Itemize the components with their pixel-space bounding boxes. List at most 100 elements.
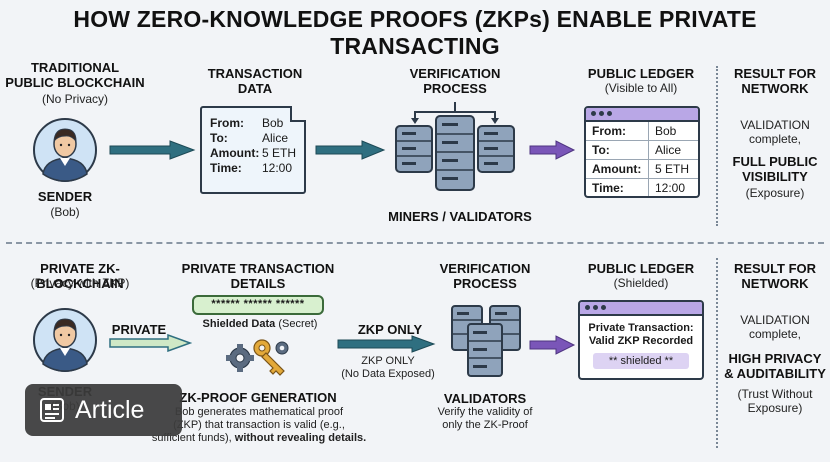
ledger-value: Bob (655, 124, 677, 138)
result-line: VALIDATION (740, 118, 810, 132)
tx-row: Amount:5 ETH (210, 146, 304, 161)
top-verify-heading: VERIFICATION PROCESS (390, 66, 520, 96)
note-line: ZKP ONLY (361, 355, 415, 367)
heading-line: VERIFICATION (409, 66, 501, 81)
result-bold-line: & AUDITABILITY (724, 366, 826, 381)
top-sender-note: (No Privacy) (41, 92, 108, 106)
arrow-right-icon (337, 335, 436, 353)
shielded-data-bold: Shielded Data (202, 318, 276, 330)
top-ledger-note: (Visible to All) (604, 81, 678, 95)
servers-icon (451, 305, 521, 377)
arrow-right-icon (529, 140, 576, 160)
desc-line: Bob generates mathematical proof (174, 406, 344, 418)
ledger-value: 12:00 (655, 181, 686, 195)
article-badge[interactable]: Article (25, 384, 182, 436)
window-dot (591, 111, 596, 116)
heading-line: DATA (237, 81, 273, 96)
gears-key-icon (226, 339, 289, 376)
bottom-ledger-note: (Shielded) (613, 276, 669, 290)
result-bold-line: FULL PUBLIC (732, 154, 818, 169)
zkp-generation-desc: Bob generates mathematical proof (ZKP) t… (140, 406, 378, 445)
tx-row: To: Alice (210, 131, 304, 146)
person-icon (33, 118, 97, 182)
ledger-record: Private Transaction: Valid ZKP Recorded (580, 316, 702, 348)
shielded-value: ** shielded ** (593, 353, 689, 369)
top-ledger-heading: PUBLIC LEDGER (587, 66, 695, 81)
servers-icon (395, 102, 515, 191)
heading-line: PROCESS (423, 81, 487, 96)
shielded-ledger-window: Private Transaction: Valid ZKP Recorded … (578, 300, 704, 380)
tx-value: 12:00 (262, 161, 293, 175)
bottom-result-text: VALIDATION complete, (720, 313, 830, 341)
ledger-row: From: Bob (586, 122, 698, 141)
result-divider-bottom (716, 258, 718, 448)
validators-label: VALIDATORS (443, 391, 527, 406)
bottom-sender-heading: PRIVATE ZK-BLOCKCHAIN (36, 261, 124, 291)
masked-data-pill: ****** ****** ****** (192, 295, 324, 315)
heading-line: RESULT FOR (733, 261, 817, 276)
record-line: Valid ZKP Recorded (588, 335, 694, 347)
window-dot (601, 305, 606, 310)
zkp-only-note: ZKP ONLY (No Data Exposed) (330, 355, 446, 381)
person-icon (33, 308, 97, 372)
article-icon (40, 398, 64, 422)
result-bold-line: HIGH PRIVACY (728, 351, 822, 366)
top-tx-heading: TRANSACTION DATA (190, 66, 320, 96)
desc-line: Verify the validity of (437, 406, 533, 418)
page-title: HOW ZERO-KNOWLEDGE PROOFS (ZKPs) ENABLE … (73, 6, 757, 59)
bottom-result-note: (Trust Without Exposure) (720, 387, 830, 415)
ledger-row: To: Alice (586, 141, 698, 160)
record-line: Private Transaction: (588, 322, 694, 334)
result-divider-top (716, 66, 718, 226)
window-dot (585, 305, 590, 310)
result-bold-line: VISIBILITY (742, 169, 808, 184)
ledger-key: Time: (586, 179, 649, 196)
heading-line: NETWORK (741, 81, 809, 96)
ledger-titlebar (580, 302, 702, 316)
ledger-value: Alice (655, 143, 682, 157)
shielded-data-label: Shielded Data (Secret) (180, 318, 340, 330)
bottom-ledger-heading: PUBLIC LEDGER (587, 261, 695, 276)
heading-line: TRANSACTION (207, 66, 303, 81)
top-sender-heading: TRADITIONAL PUBLIC BLOCKCHAIN (0, 60, 150, 90)
ledger-value: 5 ETH (655, 162, 690, 176)
tx-row: From:Bob (210, 116, 304, 131)
section-divider (6, 242, 824, 244)
zkp-only-label: ZKP ONLY (357, 322, 423, 337)
note-line: (Trust Without (737, 387, 813, 401)
result-line: complete, (748, 132, 802, 146)
tx-key: From: (210, 116, 244, 130)
heading-line: TRADITIONAL (30, 60, 120, 75)
heading-line: PRIVATE TRANSACTION (181, 261, 335, 276)
heading-line: PUBLIC BLOCKCHAIN (5, 75, 145, 90)
bottom-result-heading: RESULT FOR NETWORK (720, 261, 830, 291)
window-dot (607, 111, 612, 116)
ledger-key: To: (586, 141, 649, 159)
top-sender-label: SENDER (37, 189, 93, 204)
note-line: Exposure) (747, 401, 803, 415)
window-dot (599, 111, 604, 116)
tx-value: 5 ETH (262, 146, 297, 160)
sender-avatar (33, 118, 97, 182)
validators-desc: Verify the validity of only the ZK-Proof (410, 406, 560, 432)
top-result-note: (Exposure) (745, 186, 805, 200)
shielded-data-note: (Secret) (278, 318, 318, 330)
window-dot (593, 305, 598, 310)
bottom-result-bold: HIGH PRIVACY & AUDITABILITY (718, 351, 830, 381)
ledger-key: From: (586, 122, 649, 140)
tx-value: Alice (262, 131, 289, 145)
zkp-generation-heading: ZK-PROOF GENERATION (179, 390, 337, 405)
heading-line: RESULT FOR (733, 66, 817, 81)
private-label: PRIVATE (111, 322, 167, 337)
public-ledger-window: From:Bob To:Alice Amount:5 ETH Time:12:0… (584, 106, 700, 198)
article-label: Article (75, 395, 145, 424)
tx-key: Amount: (210, 146, 260, 160)
heading-line: NETWORK (741, 276, 809, 291)
heading-line: DETAILS (230, 276, 286, 291)
tx-row: Time:12:00 (210, 161, 304, 176)
arrow-right-icon (529, 335, 576, 355)
bottom-sender-note: (Privacy with ZKP) (30, 276, 130, 290)
desc-bold: without revealing details. (234, 432, 367, 444)
tx-key: To: (210, 131, 228, 145)
ledger-titlebar (586, 108, 698, 122)
